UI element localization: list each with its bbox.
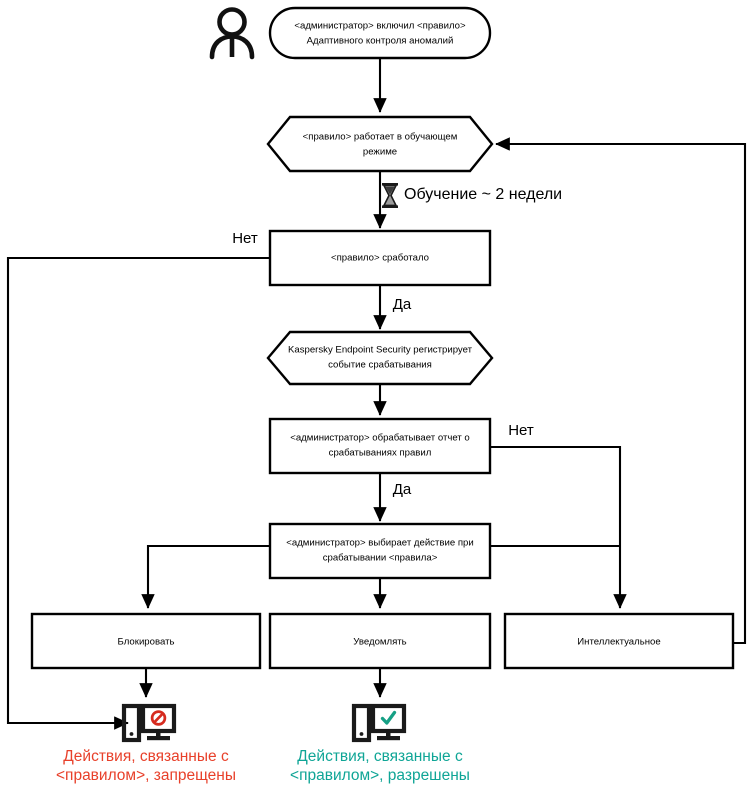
edge-label-report-no: Нет (508, 422, 534, 439)
node-action-notify (268, 612, 492, 670)
node-rule-triggered (268, 229, 492, 287)
node-action-smart-label: Интеллектуальное (577, 637, 660, 648)
edge-label-report-yes: Да (393, 481, 412, 498)
node-select-action-line1: <администратор> выбирает действие при (286, 538, 473, 549)
edge-report-no (490, 445, 627, 609)
edge-label-triggered-no: Нет (232, 230, 258, 247)
edge-label-triggered-yes: Да (393, 296, 412, 313)
edge-smart-to-learning (495, 137, 747, 645)
node-learning-mode (266, 115, 494, 173)
hourglass-icon (382, 183, 398, 208)
node-start (268, 6, 492, 60)
edge-label-learning-timer: Обучение ~ 2 недели (404, 186, 562, 203)
edge-select-to-block (141, 544, 270, 609)
node-select-action (268, 522, 492, 580)
node-process-report-line1: <администратор> обрабатывает отчет о (290, 433, 470, 444)
node-action-notify-label: Уведомлять (353, 637, 406, 648)
node-event-registered (266, 330, 494, 386)
node-rule-triggered-label: <правило> сработало (331, 253, 429, 264)
node-learning-line2: режиме (363, 147, 397, 158)
caption-denied-line2: <правилом>, запрещены (56, 767, 236, 784)
node-select-action-line2: срабатывании <правила> (323, 553, 438, 564)
node-learning-line1: <правило> работает в обучающем (303, 132, 458, 143)
node-process-report-line2: срабатываниях правил (329, 448, 432, 459)
caption-denied-line1: Действия, связанные с (63, 748, 229, 765)
node-action-block-label: Блокировать (118, 637, 175, 648)
node-event-registered-line1: Kaspersky Endpoint Security регистрирует (288, 345, 473, 356)
caption-allowed-line2: <правилом>, разрешены (290, 767, 470, 784)
edge-triggered-no (6, 256, 270, 730)
caption-allowed-line1: Действия, связанные с (297, 748, 463, 765)
node-process-report (268, 417, 492, 475)
person-icon (209, 7, 255, 60)
node-start-line1: <администратор> включил <правило> (294, 21, 466, 32)
node-event-registered-line2: событие срабатывания (328, 360, 432, 371)
node-action-smart (503, 612, 735, 670)
monitor-allowed-icon (351, 703, 407, 743)
monitor-blocked-icon (121, 703, 177, 743)
node-start-line2: Адаптивного контроля аномалий (307, 36, 454, 47)
